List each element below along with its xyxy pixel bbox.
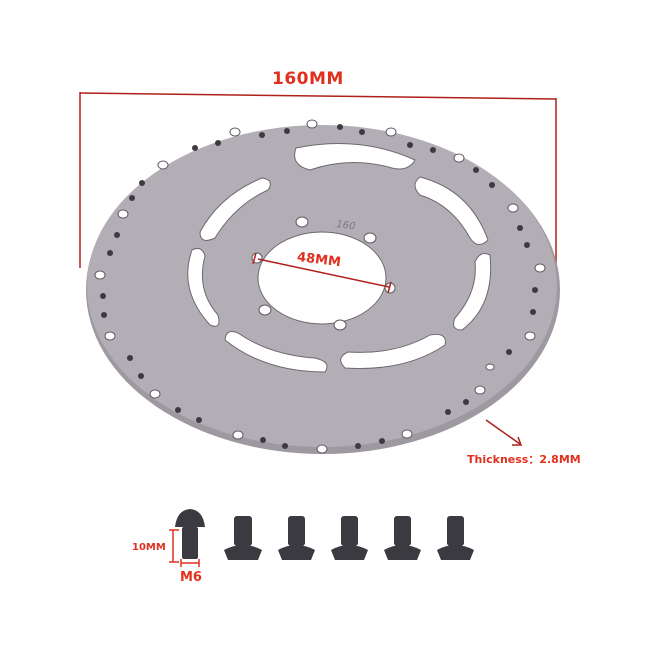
bolt-set [175,509,474,560]
bolt-2 [224,516,262,560]
bolt-thread-label: M6 [180,570,202,585]
bolt-1 [175,509,205,559]
diameter-dimension-line [79,92,557,276]
bolt-circle-dimension-line [252,252,392,294]
rotor-engraving: 160 [336,219,356,233]
bolt-6 [437,516,474,560]
brake-rotor: 160 [86,119,560,454]
bolt-dimension-lines [169,529,200,567]
bolt-length-label: 10MM [132,542,166,553]
bolt-3 [278,516,315,560]
thickness-arrow [485,419,523,446]
bolt-5 [384,516,421,560]
outer-diameter-label: 160MM [272,69,344,89]
thickness-label: Thickness：2.8MM [467,453,581,466]
bolt-4 [331,516,368,560]
